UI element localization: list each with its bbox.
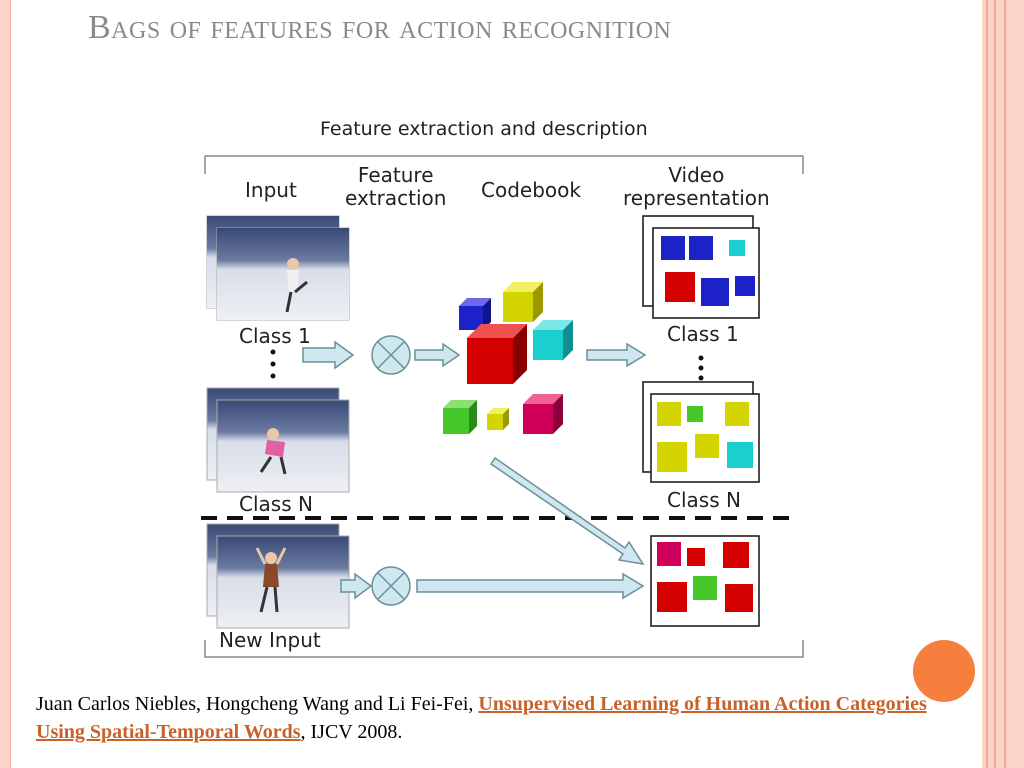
video-rep-ellipsis: [698, 355, 704, 381]
citation-authors: Juan Carlos Niebles, Hongcheng Wang and …: [36, 693, 479, 715]
column-video-representation-label: Video representation: [623, 163, 770, 210]
extraction-operator-1: [371, 335, 411, 375]
arrow-extraction-to-codebook: [414, 342, 461, 368]
arrow-input-to-extraction-1: [302, 340, 355, 370]
input-ellipsis: [270, 349, 276, 379]
slide-title: Bags of features for action recognition: [88, 9, 672, 46]
input-class1-images: [206, 215, 350, 321]
video-rep-classN: [642, 381, 760, 483]
classN-rep-label: Class N: [667, 488, 741, 512]
slide-left-border: [0, 0, 11, 768]
arrow-codebook-to-new-rep: [489, 456, 645, 566]
action-recognition-diagram: Feature extraction and description Input…: [195, 112, 820, 667]
citation-venue: , IJCV 2008.: [300, 721, 403, 743]
arrow-codebook-to-class1: [586, 342, 647, 368]
top-bracket: [204, 155, 804, 174]
class1-rep-label: Class 1: [667, 322, 739, 346]
column-codebook-label: Codebook: [481, 178, 581, 202]
diagram-header: Feature extraction and description: [320, 118, 648, 140]
arrow-new-input-to-extraction: [340, 572, 373, 600]
arrow-extraction-to-new-rep: [416, 572, 645, 600]
bottom-bracket: [204, 640, 804, 658]
new-input-images: [206, 523, 350, 629]
slide-right-border: [982, 0, 1024, 768]
video-rep-new-input: [650, 535, 760, 627]
extraction-operator-new: [371, 566, 411, 606]
codebook-cubes: [443, 282, 573, 434]
video-rep-class1: [642, 215, 760, 319]
column-input-label: Input: [245, 178, 297, 202]
decorative-orange-circle: [913, 640, 975, 702]
new-input-label: New Input: [219, 628, 321, 652]
class1-input-label: Class 1: [239, 324, 311, 348]
input-classN-images: [206, 387, 350, 493]
diagram-graphic: [201, 155, 804, 658]
citation: Juan Carlos Niebles, Hongcheng Wang and …: [36, 690, 936, 746]
classN-input-label: Class N: [239, 492, 313, 516]
column-feature-extraction-label: Feature extraction: [345, 163, 447, 210]
citation-paper-link[interactable]: Unsupervised Learning of Human Action Ca…: [36, 693, 927, 743]
